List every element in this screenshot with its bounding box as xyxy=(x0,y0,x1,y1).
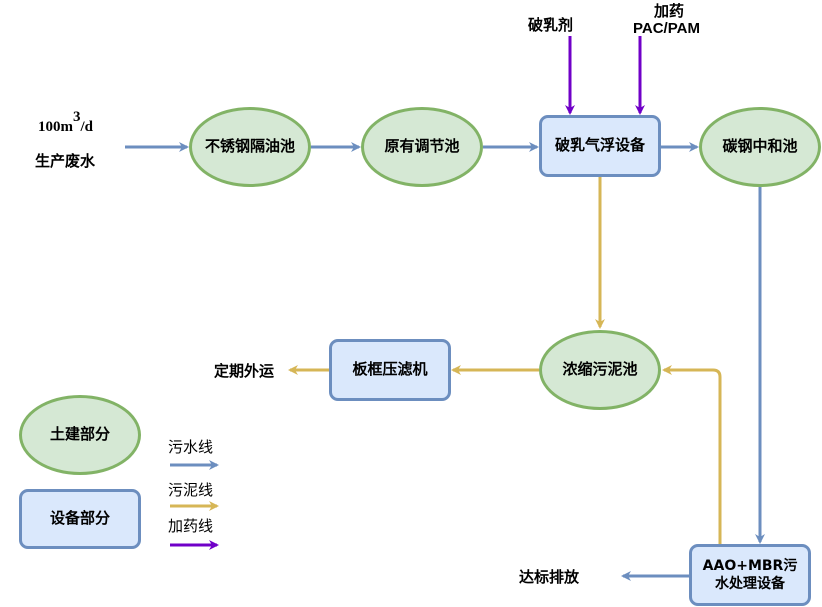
flotation-equipment-label: 破乳气浮设备 xyxy=(554,136,645,155)
demulsifier-label: 破乳剂 xyxy=(528,16,574,34)
legend-equipment-label: 设备部分 xyxy=(49,509,110,528)
equalization-tank-label: 原有调节池 xyxy=(384,137,460,156)
legend-dosing-line-label: 加药线 xyxy=(168,517,214,535)
inflow-capacity-exponent: 3 xyxy=(73,109,81,125)
legend-civil-shape: 土建部分 xyxy=(19,395,141,475)
chemical-dosing-label-line2: PAC/PAM xyxy=(633,20,700,37)
legend-sewage-line-label: 污水线 xyxy=(168,438,214,456)
legend-civil-label: 土建部分 xyxy=(49,425,110,444)
filter-press[interactable]: 板框压滤机 xyxy=(329,339,451,401)
aao-mbr-label-line1: AAO+MBR污 xyxy=(702,557,798,574)
neutralization-tank-label: 碳钢中和池 xyxy=(722,137,798,156)
oil-separator-label: 不锈钢隔油池 xyxy=(204,137,295,156)
discharge-label: 达标排放 xyxy=(519,568,580,586)
flotation-equipment[interactable]: 破乳气浮设备 xyxy=(539,115,661,177)
inflow-label: 生产废水 xyxy=(35,152,96,170)
sludge-disposal-label: 定期外运 xyxy=(214,362,275,380)
chemical-dosing-label-line1: 加药 xyxy=(654,2,685,20)
aao-mbr-equipment[interactable]: AAO+MBR污 水处理设备 xyxy=(689,544,811,606)
inflow-capacity-value: 100m xyxy=(38,119,73,135)
equalization-tank[interactable]: 原有调节池 xyxy=(361,107,483,187)
aao-mbr-label-line2: 水处理设备 xyxy=(715,576,785,592)
sludge-thickener[interactable]: 浓缩污泥池 xyxy=(539,330,661,410)
filter-press-label: 板框压滤机 xyxy=(352,360,428,379)
inflow-capacity-unit: /d xyxy=(80,119,94,135)
sludge-thickener-label: 浓缩污泥池 xyxy=(562,360,638,379)
legend-sludge-line-label: 污泥线 xyxy=(168,481,214,499)
oil-separator-tank[interactable]: 不锈钢隔油池 xyxy=(189,107,311,187)
inflow-capacity: 100m3/d xyxy=(38,109,94,136)
neutralization-tank[interactable]: 碳钢中和池 xyxy=(699,107,821,187)
sludge-aao-mbr-to-thickener xyxy=(662,365,722,545)
legend-equipment-shape: 设备部分 xyxy=(19,489,141,549)
